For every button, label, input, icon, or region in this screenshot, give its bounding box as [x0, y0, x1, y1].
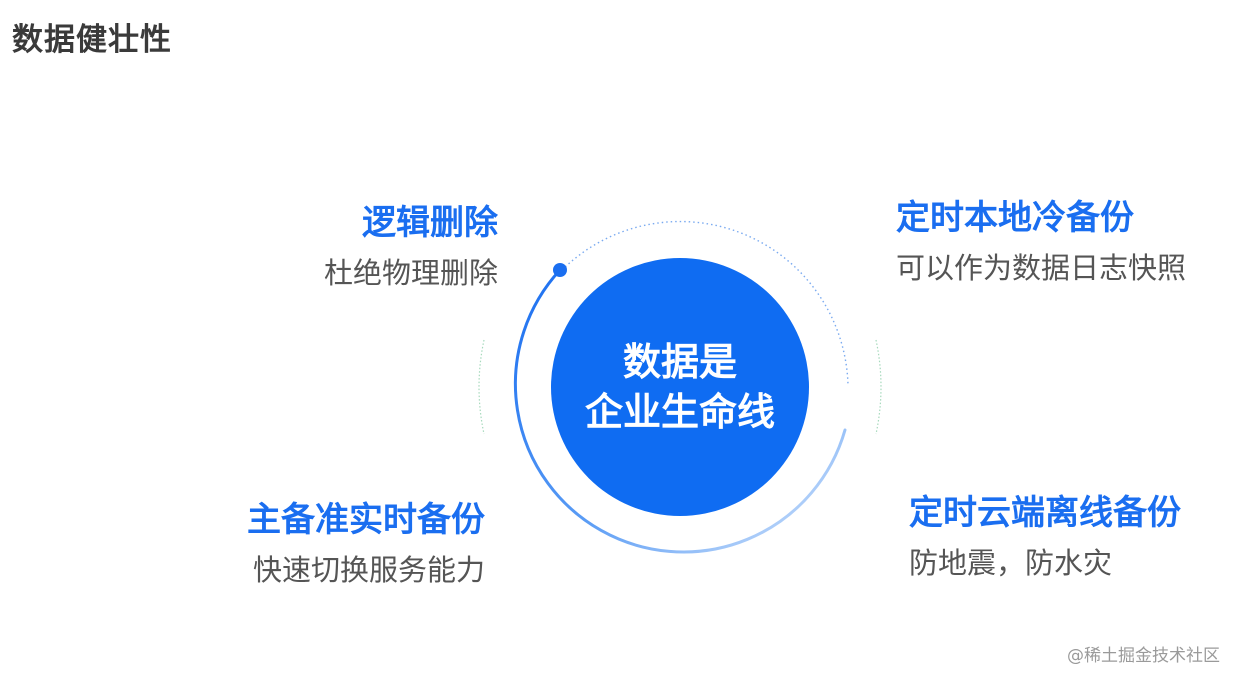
feature-cloud-offline-backup: 定时云端离线备份 防地震，防水灾 [909, 491, 1239, 583]
feature-title: 定时本地冷备份 [896, 198, 1134, 238]
watermark: @稀土掘金技术社区 [1067, 646, 1220, 666]
center-label: 数据是 企业生命线 [551, 258, 809, 516]
feature-description: 可以作为数据日志快照 [896, 251, 1187, 285]
feature-description: 快速切换服务能力 [252, 553, 485, 587]
left-side-decoration [420, 339, 485, 435]
feature-title: 定时云端离线备份 [909, 493, 1181, 533]
progress-ring-arc [513, 268, 847, 554]
page-title: 数据健壮性 [12, 22, 172, 58]
feature-description: 杜绝物理删除 [323, 256, 498, 290]
feature-realtime-backup: 主备准实时备份 快速切换服务能力 [155, 498, 485, 590]
center-circle [551, 258, 809, 516]
center-label-line2: 企业生命线 [584, 390, 775, 434]
center-label-line1: 数据是 [622, 340, 737, 384]
feature-description: 防地震，防水灾 [909, 546, 1113, 580]
right-side-decoration [875, 339, 942, 435]
feature-local-cold-backup: 定时本地冷备份 可以作为数据日志快照 [896, 196, 1226, 288]
feature-logical-delete: 逻辑删除 杜绝物理删除 [168, 201, 498, 293]
feature-title: 逻辑删除 [362, 203, 498, 243]
dotted-ring-arc [561, 220, 849, 386]
feature-title: 主备准实时备份 [247, 500, 485, 540]
ring-dot [553, 263, 567, 277]
